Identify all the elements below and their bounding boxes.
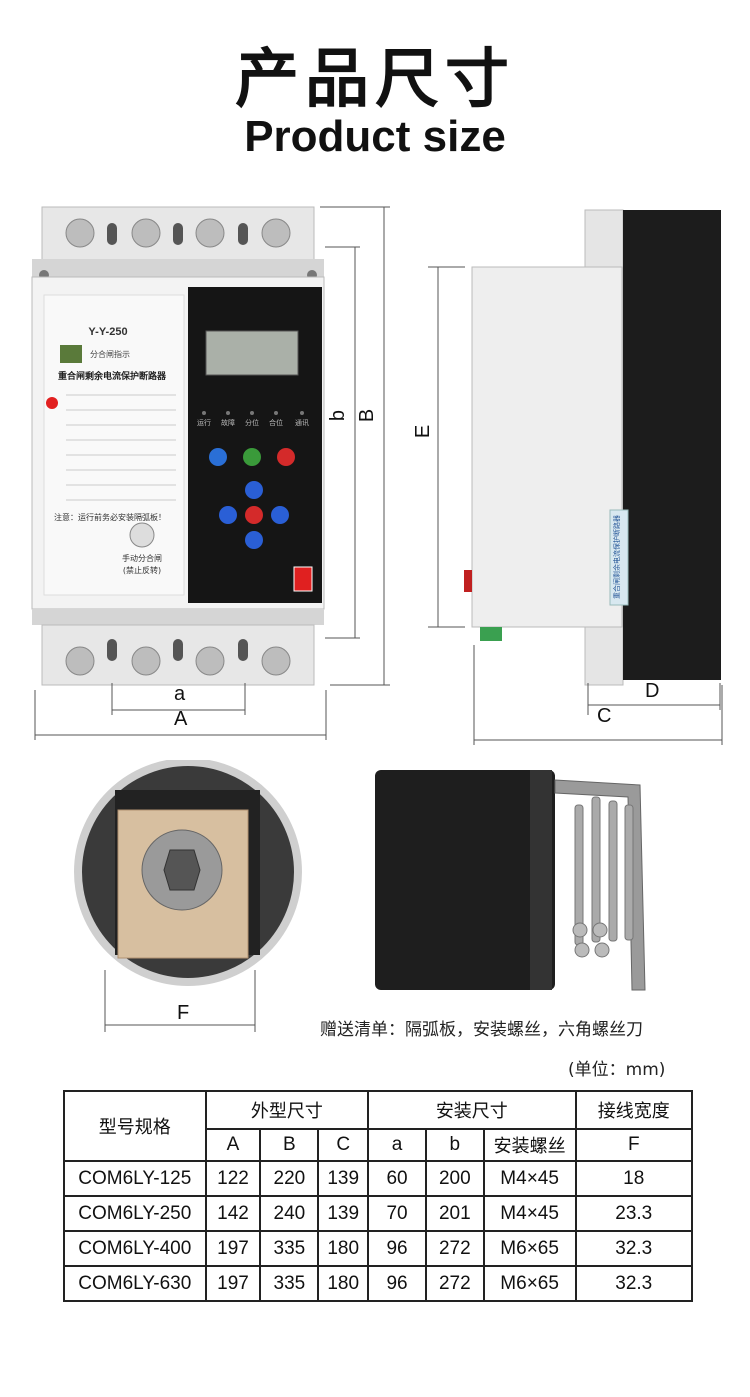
dim-label-B: B	[356, 408, 379, 423]
terminal-closeup-diagram	[74, 760, 302, 1032]
table-row: COM6LY-400 197 335 180 96 272 M6×65 32.3	[63, 1230, 693, 1267]
led-label-4: 通讯	[295, 418, 309, 427]
cell-screw: M4×45	[482, 1160, 577, 1197]
led-label-0: 运行	[197, 418, 211, 427]
key-reset	[245, 506, 263, 524]
subheader-a: a	[367, 1128, 427, 1162]
manual-knob	[129, 522, 155, 548]
cell-b: 201	[424, 1195, 485, 1232]
accessories-note: 赠送清单：隔弧板，安装螺丝，六角螺丝刀	[320, 1020, 643, 1040]
cell-B: 240	[259, 1195, 320, 1232]
cell-model: COM6LY-400	[63, 1230, 207, 1267]
cell-C: 139	[317, 1160, 370, 1197]
led-label-3: 合位	[269, 418, 283, 427]
accessories-diagram	[375, 770, 646, 991]
side-connector	[480, 627, 502, 641]
side-black-cover	[623, 210, 721, 680]
unit-note: (单位：mm)	[568, 1060, 666, 1080]
knob-label: 手动分合闸	[122, 553, 162, 563]
dim-label-b: b	[327, 409, 350, 422]
side-switch	[464, 570, 472, 592]
dim-label-A: A	[174, 708, 188, 730]
cell-a: 70	[367, 1195, 427, 1232]
warning-text: 注意：运行前务必安装隔弧板！	[54, 512, 166, 522]
subheader-F: F	[574, 1128, 693, 1162]
key-confirm	[271, 506, 289, 524]
cell-C: 180	[317, 1230, 370, 1267]
subheader-b: b	[424, 1128, 485, 1162]
cell-B: 335	[259, 1230, 320, 1267]
key-exit	[219, 506, 237, 524]
cell-a: 96	[367, 1230, 427, 1267]
cell-a: 60	[367, 1160, 427, 1197]
side-sticker-text: 重合闸剩余电流保护断路器	[612, 515, 621, 599]
cell-model: COM6LY-125	[63, 1160, 207, 1197]
cell-b: 272	[424, 1230, 485, 1267]
indicator-label: 分合闸指示	[90, 349, 130, 359]
model-label: Y-Y-250	[88, 326, 127, 338]
lcd-screen	[205, 330, 299, 376]
cell-F: 23.3	[574, 1195, 693, 1232]
arc-barrier	[375, 770, 555, 990]
power-switch	[293, 566, 313, 592]
cell-model: COM6LY-630	[63, 1265, 207, 1302]
cell-screw: M6×65	[482, 1230, 577, 1267]
header-model: 型号规格	[63, 1090, 207, 1162]
led-label-2: 分位	[245, 418, 259, 427]
cell-C: 139	[317, 1195, 370, 1232]
key-up	[245, 481, 263, 499]
key-t	[209, 448, 227, 466]
side-sticker	[609, 509, 629, 606]
led-label-1: 故障	[221, 418, 235, 427]
cell-A: 142	[204, 1195, 262, 1232]
page-title-en: Product size	[244, 112, 506, 161]
side-view-diagram: 重合闸剩余电流保护断路器	[428, 209, 723, 745]
cell-a: 96	[367, 1265, 427, 1302]
cell-model: COM6LY-250	[63, 1195, 207, 1232]
key-open	[243, 448, 261, 466]
cell-A: 197	[204, 1230, 262, 1267]
header-install-size: 安装尺寸	[367, 1090, 577, 1130]
table-row: COM6LY-630 197 335 180 96 272 M6×65 32.3	[63, 1265, 693, 1302]
cell-F: 32.3	[574, 1265, 693, 1302]
dim-label-C: C	[597, 705, 612, 727]
product-name: 重合闸剩余电流保护断路器	[58, 370, 167, 382]
cell-b: 272	[424, 1265, 485, 1302]
subheader-A: A	[204, 1128, 262, 1162]
cell-F: 18	[574, 1160, 693, 1197]
dim-label-F: F	[177, 1002, 190, 1024]
subheader-screw: 安装螺丝	[482, 1128, 577, 1162]
cell-screw: M4×45	[482, 1195, 577, 1232]
cell-screw: M6×65	[482, 1265, 577, 1302]
cell-b: 200	[424, 1160, 485, 1197]
front-view-diagram: Y-Y-250 分合闸指示 重合闸剩余电流保护断路器 注意：运行前务必安装隔弧板…	[31, 206, 390, 740]
cell-C: 180	[317, 1265, 370, 1302]
dim-label-E: E	[412, 424, 435, 439]
subheader-B: B	[259, 1128, 320, 1162]
dim-label-D: D	[645, 680, 660, 702]
indicator-window	[60, 345, 82, 363]
cell-F: 32.3	[574, 1230, 693, 1267]
key-close	[277, 448, 295, 466]
table-row: COM6LY-250 142 240 139 70 201 M4×45 23.3	[63, 1195, 693, 1232]
cell-A: 122	[204, 1160, 262, 1197]
knob-sublabel: (禁止反转)	[123, 565, 161, 575]
key-down	[245, 531, 263, 549]
test-button-red	[46, 397, 58, 409]
table-row: COM6LY-125 122 220 139 60 200 M4×45 18	[63, 1160, 693, 1197]
header-wiring-width: 接线宽度	[574, 1090, 693, 1130]
hex-wrench	[554, 779, 646, 991]
spec-table: 型号规格 外型尺寸 安装尺寸 接线宽度 A B C a b 安装螺丝 F COM…	[63, 1090, 693, 1302]
cell-A: 197	[204, 1265, 262, 1302]
page-title-cn: 产品尺寸	[235, 43, 515, 117]
header-outer-size: 外型尺寸	[204, 1090, 370, 1130]
subheader-C: C	[317, 1128, 370, 1162]
dim-label-a: a	[174, 683, 186, 705]
cell-B: 220	[259, 1160, 320, 1197]
cell-B: 335	[259, 1265, 320, 1302]
side-body	[471, 266, 623, 628]
